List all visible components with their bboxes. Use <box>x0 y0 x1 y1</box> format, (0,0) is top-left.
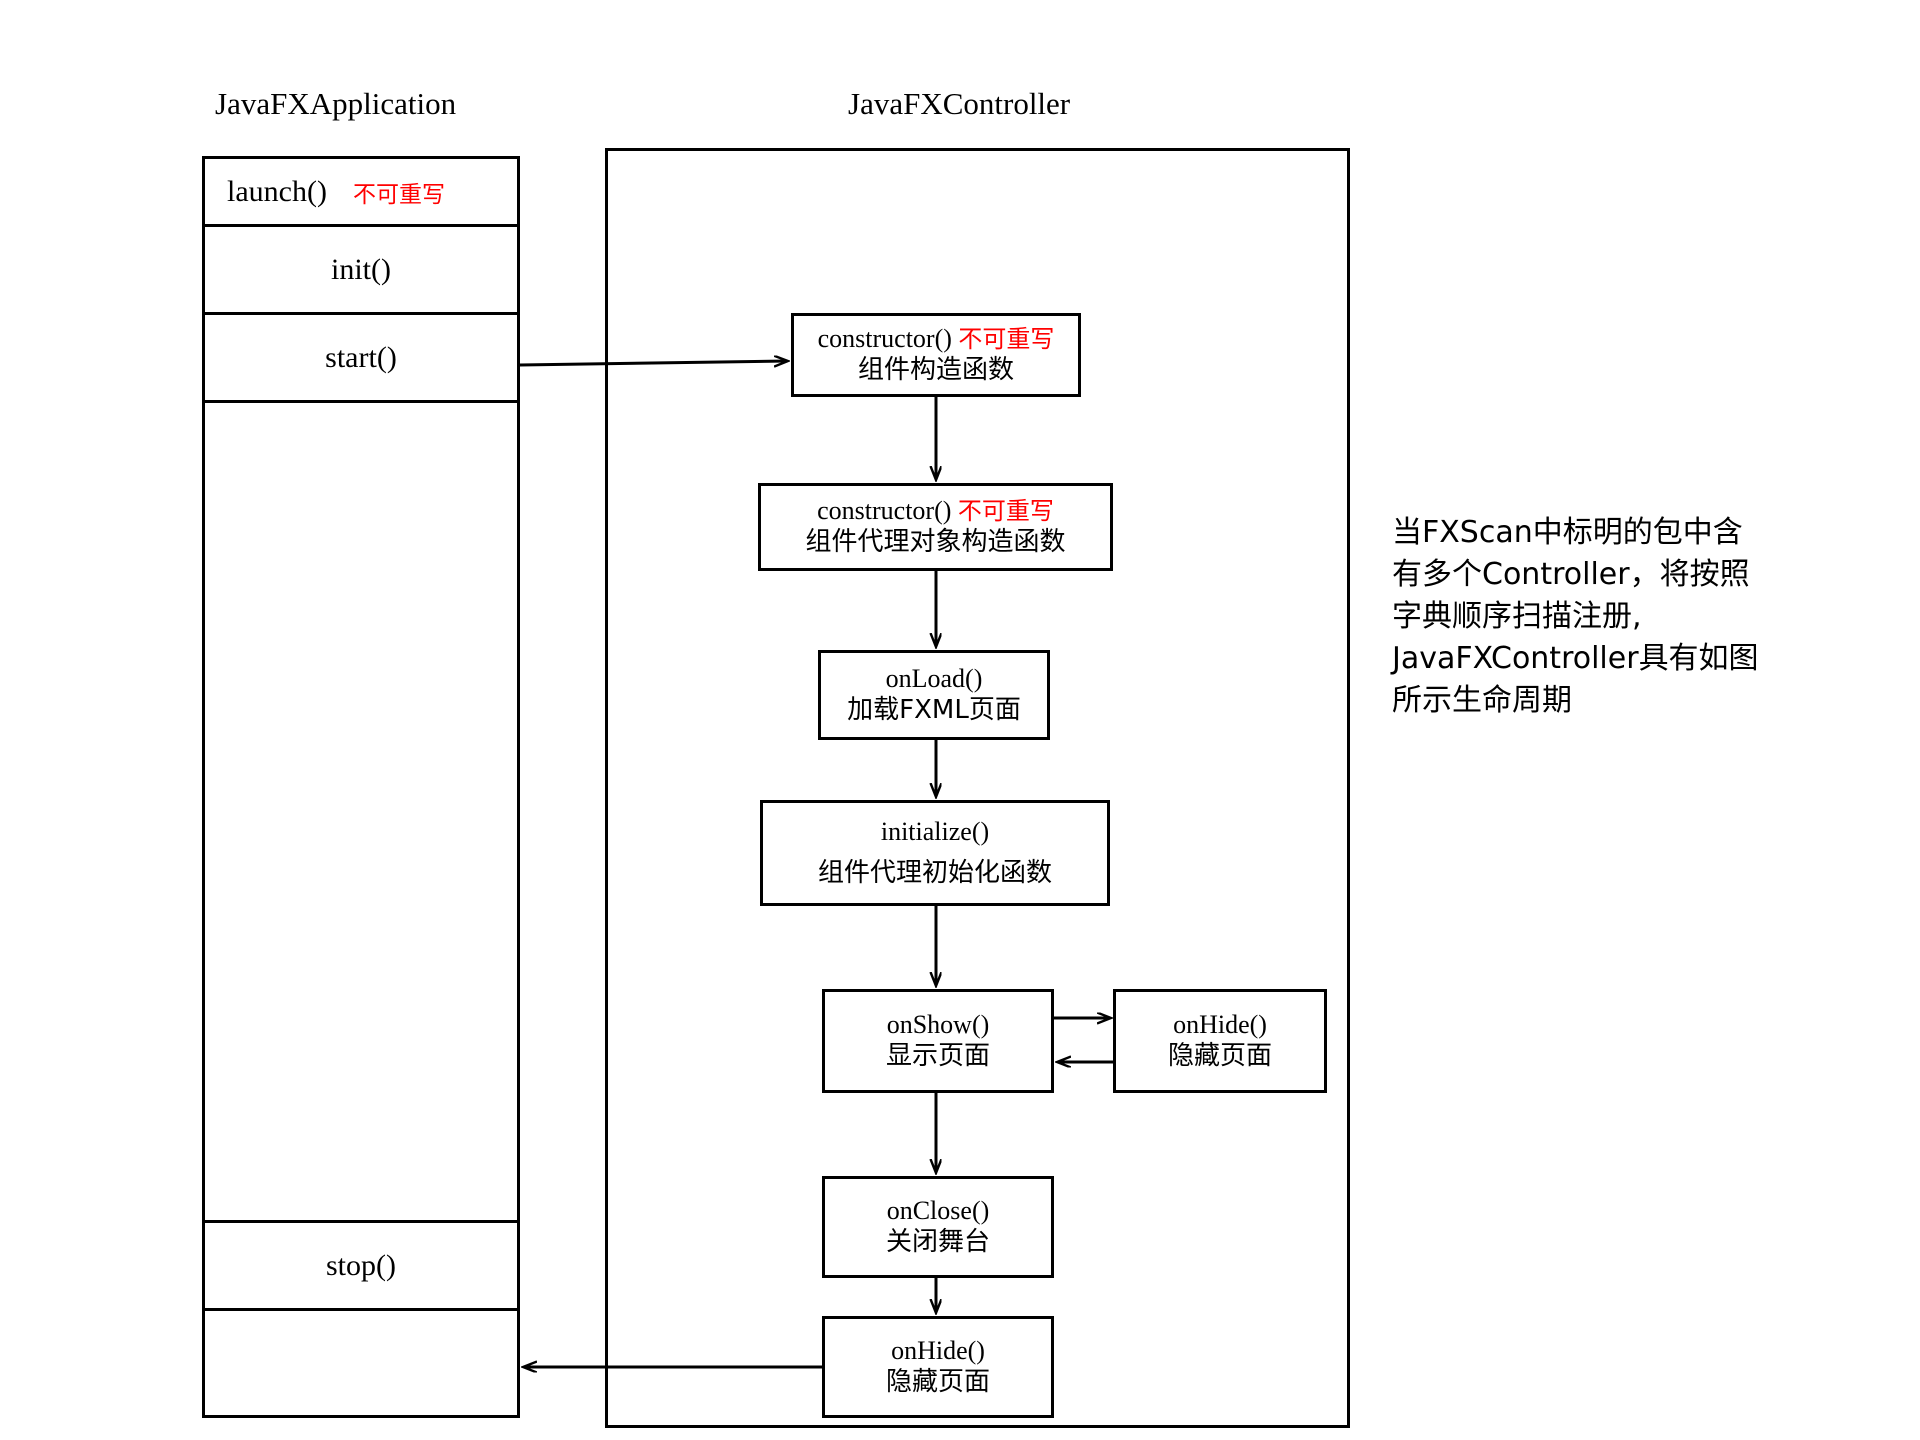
flow-box-constructor-component-method: constructor() <box>817 324 952 354</box>
annotation-line-5: 所示生命周期 <box>1392 683 1572 718</box>
flow-box-onhide-bottom[interactable]: onHide() 隐藏页面 <box>822 1316 1054 1418</box>
flow-box-onhide-right[interactable]: onHide() 隐藏页面 <box>1113 989 1327 1093</box>
annotation-line-1: 当FXScan中标明的包中含 <box>1392 515 1743 550</box>
flow-box-onload-method: onLoad() <box>885 664 983 694</box>
app-row-spacer <box>205 403 517 1223</box>
annotation-line-2: 有多个Controller，将按照 <box>1392 557 1750 592</box>
flow-box-onhide-bottom-method: onHide() <box>891 1336 985 1366</box>
flow-box-initialize-method: initialize() <box>880 817 990 847</box>
flow-box-constructor-proxy-method: constructor() <box>817 496 952 526</box>
flow-box-onhide-right-desc: 隐藏页面 <box>1167 1041 1272 1071</box>
flow-box-initialize-desc: 组件代理初始化函数 <box>817 858 1052 888</box>
flow-box-onhide-bottom-desc: 隐藏页面 <box>885 1367 990 1397</box>
app-row-launch-note: 不可重写 <box>352 181 445 208</box>
flow-box-onload-desc: 加载FXML页面 <box>847 695 1021 725</box>
app-row-init-label: init() <box>331 252 391 286</box>
flow-box-constructor-proxy[interactable]: constructor() 不可重写 组件代理对象构造函数 <box>758 483 1113 571</box>
flow-box-onload[interactable]: onLoad() 加载FXML页面 <box>818 650 1050 740</box>
flow-box-onhide-right-method: onHide() <box>1173 1010 1267 1040</box>
application-column-title: JavaFXApplication <box>215 86 457 121</box>
app-row-stop[interactable]: stop() <box>205 1223 517 1311</box>
flow-box-onclose[interactable]: onClose() 关闭舞台 <box>822 1176 1054 1278</box>
flow-box-constructor-component-desc: 组件构造函数 <box>857 355 1014 385</box>
flow-box-constructor-component-method-line: constructor() 不可重写 <box>818 324 1055 355</box>
annotation-line-4: JavaFXController具有如图 <box>1392 641 1759 676</box>
app-row-launch[interactable]: launch() 不可重写 <box>205 159 517 227</box>
flow-box-constructor-proxy-note: 不可重写 <box>957 497 1054 526</box>
flow-box-onshow-desc: 显示页面 <box>885 1041 990 1071</box>
flow-box-initialize[interactable]: initialize() 组件代理初始化函数 <box>760 800 1110 906</box>
annotation-text-block: 当FXScan中标明的包中含 有多个Controller，将按照 字典顺序扫描注… <box>1392 512 1872 722</box>
flow-box-constructor-proxy-method-line: constructor() 不可重写 <box>817 496 1054 527</box>
flow-box-constructor-component[interactable]: constructor() 不可重写 组件构造函数 <box>791 313 1081 397</box>
app-row-launch-label: launch() <box>227 174 327 208</box>
app-row-init[interactable]: init() <box>205 227 517 315</box>
app-row-start-label: start() <box>325 340 397 374</box>
flow-box-onclose-desc: 关闭舞台 <box>885 1227 990 1257</box>
flow-box-onclose-method: onClose() <box>886 1196 990 1226</box>
controller-column-title: JavaFXController <box>848 86 1071 121</box>
flow-box-onshow-method: onShow() <box>886 1010 990 1040</box>
flow-box-constructor-component-note: 不可重写 <box>958 325 1055 354</box>
flow-box-constructor-proxy-desc: 组件代理对象构造函数 <box>805 527 1066 557</box>
flow-box-onshow[interactable]: onShow() 显示页面 <box>822 989 1054 1093</box>
app-row-start[interactable]: start() <box>205 315 517 403</box>
app-row-stop-label: stop() <box>326 1248 396 1282</box>
app-row-tail <box>205 1311 517 1335</box>
annotation-line-3: 字典顺序扫描注册, <box>1392 599 1642 634</box>
application-lifecycle-container: launch() 不可重写 init() start() stop() <box>202 156 520 1418</box>
